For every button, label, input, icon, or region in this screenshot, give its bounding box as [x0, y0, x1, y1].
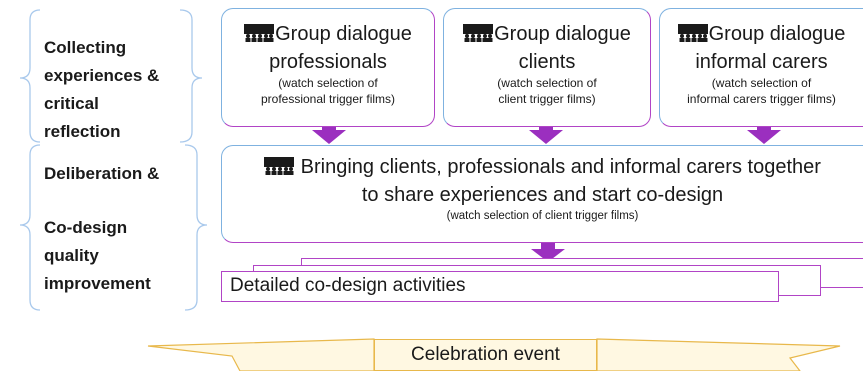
codesign-activities-label: Detailed co-design activities	[230, 275, 466, 296]
bringing-together-note: (watch selection of client trigger films…	[446, 210, 639, 222]
group-dialogue-informal-carers-title: Group dialogue	[660, 21, 863, 49]
bringing-together-box: Bringing clients, professionals and info…	[221, 145, 863, 243]
group-dialogue-professionals-title: Group dialogue	[222, 21, 434, 49]
stage-label-collecting: Collecting experiences & critical reflec…	[44, 38, 160, 141]
stage-label-codesign: Co-design quality improvement	[44, 218, 151, 293]
group-dialogue-informal-carers-audience: informal carers	[695, 51, 828, 73]
group-dialogue-professionals-audience: professionals	[269, 51, 387, 73]
codesign-activities: Detailed co-design activities	[221, 271, 779, 302]
group-dialogue-professionals: Group dialogue professionals (watch sele…	[221, 8, 435, 127]
arrow-professionals	[312, 126, 346, 144]
bringing-together-line1: Bringing clients, professionals and info…	[222, 154, 863, 182]
group-dialogue-clients: Group dialogue clients (watch selection …	[443, 8, 651, 127]
celebration-event-label: Celebration event	[411, 344, 560, 365]
arrow-clients	[529, 126, 563, 144]
group-dialogue-professionals-note: (watch selection of professional trigger…	[260, 76, 396, 106]
brace-collecting	[19, 9, 41, 143]
audience-icon	[677, 23, 708, 49]
arrow-to-codesign	[531, 243, 565, 262]
audience-icon	[244, 23, 275, 49]
group-dialogue-clients-note: (watch selection of client trigger films…	[497, 76, 597, 106]
group-dialogue-informal-carers: Group dialogue informal carers (watch se…	[659, 8, 863, 127]
brace-collecting-right	[179, 9, 203, 143]
audience-icon	[463, 23, 494, 49]
group-dialogue-clients-title: Group dialogue	[444, 21, 650, 49]
arrow-informal-carers	[747, 126, 781, 144]
celebration-ribbon-right	[596, 338, 841, 371]
celebration-event: Celebration event	[374, 339, 597, 371]
stage-label-deliberation: Deliberation &	[44, 164, 160, 183]
brace-deliberation	[19, 144, 41, 311]
bringing-together-line2: to share experiences and start co-design	[361, 184, 724, 206]
celebration-ribbon-left	[147, 338, 375, 371]
audience-icon	[264, 156, 295, 182]
group-dialogue-clients-audience: clients	[518, 51, 576, 73]
brace-deliberation-right	[184, 144, 208, 311]
group-dialogue-informal-carers-note: (watch selection of informal carers trig…	[687, 76, 836, 106]
